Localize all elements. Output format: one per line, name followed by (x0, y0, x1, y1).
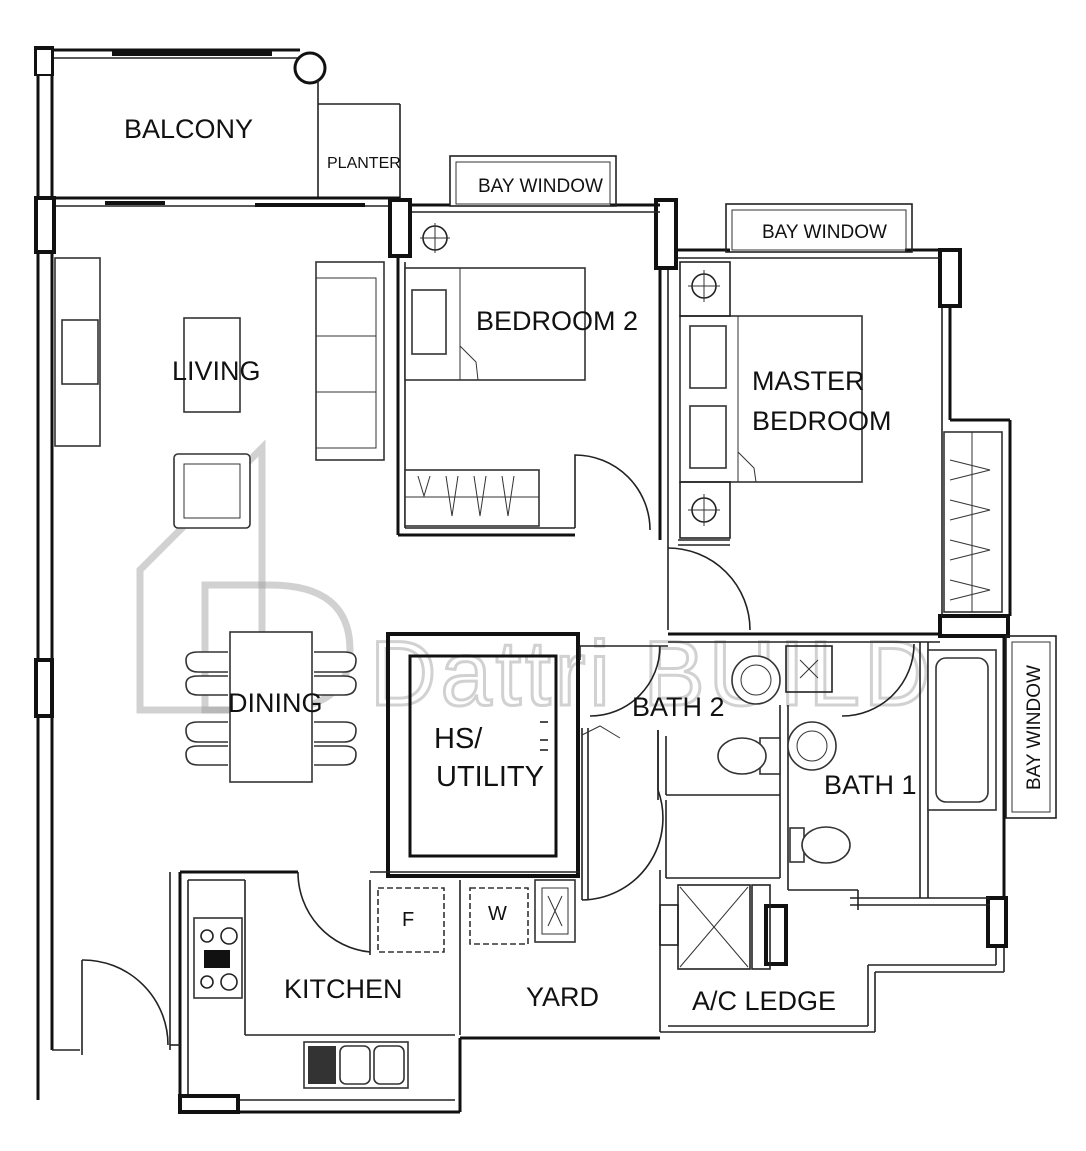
bay-window-label-3: BAY WINDOW (1024, 665, 1045, 790)
hs-utility-label-line1: HS/ (434, 723, 483, 755)
washer-label: W (488, 903, 507, 925)
yard-label: YARD (526, 982, 599, 1012)
furniture (54, 223, 1003, 1089)
living-label: LIVING (172, 356, 261, 386)
bay-window-label-2: BAY WINDOW (762, 222, 887, 243)
ac-ledge-label: A/C LEDGE (692, 986, 836, 1016)
watermark-logo: Dattri BUILD (136, 439, 934, 727)
column-round (293, 51, 327, 85)
bay-window-label-1: BAY WINDOW (478, 176, 603, 197)
interior-walls (369, 258, 997, 1035)
room-labels: BALCONY PLANTER BAY WINDOW BAY WINDOW BA… (124, 114, 1045, 1016)
kitchen-label: KITCHEN (284, 974, 403, 1004)
planter-label: PLANTER (327, 155, 401, 172)
bath-2-label: BATH 2 (632, 692, 725, 722)
hs-utility-label-line2: UTILITY (436, 761, 544, 793)
balcony-label: BALCONY (124, 114, 253, 144)
master-bedroom-label-line1: MASTER (752, 366, 865, 396)
watermark-text: Dattri BUILD (370, 623, 934, 725)
master-bedroom-label-line2: BEDROOM (752, 406, 892, 436)
outer-walls (34, 46, 1057, 1114)
doors (81, 454, 915, 1046)
dining-label: DINING (228, 688, 323, 718)
bedroom-2-label: BEDROOM 2 (476, 306, 638, 336)
bath-1-label: BATH 1 (824, 770, 917, 800)
fridge-label: F (402, 909, 414, 931)
